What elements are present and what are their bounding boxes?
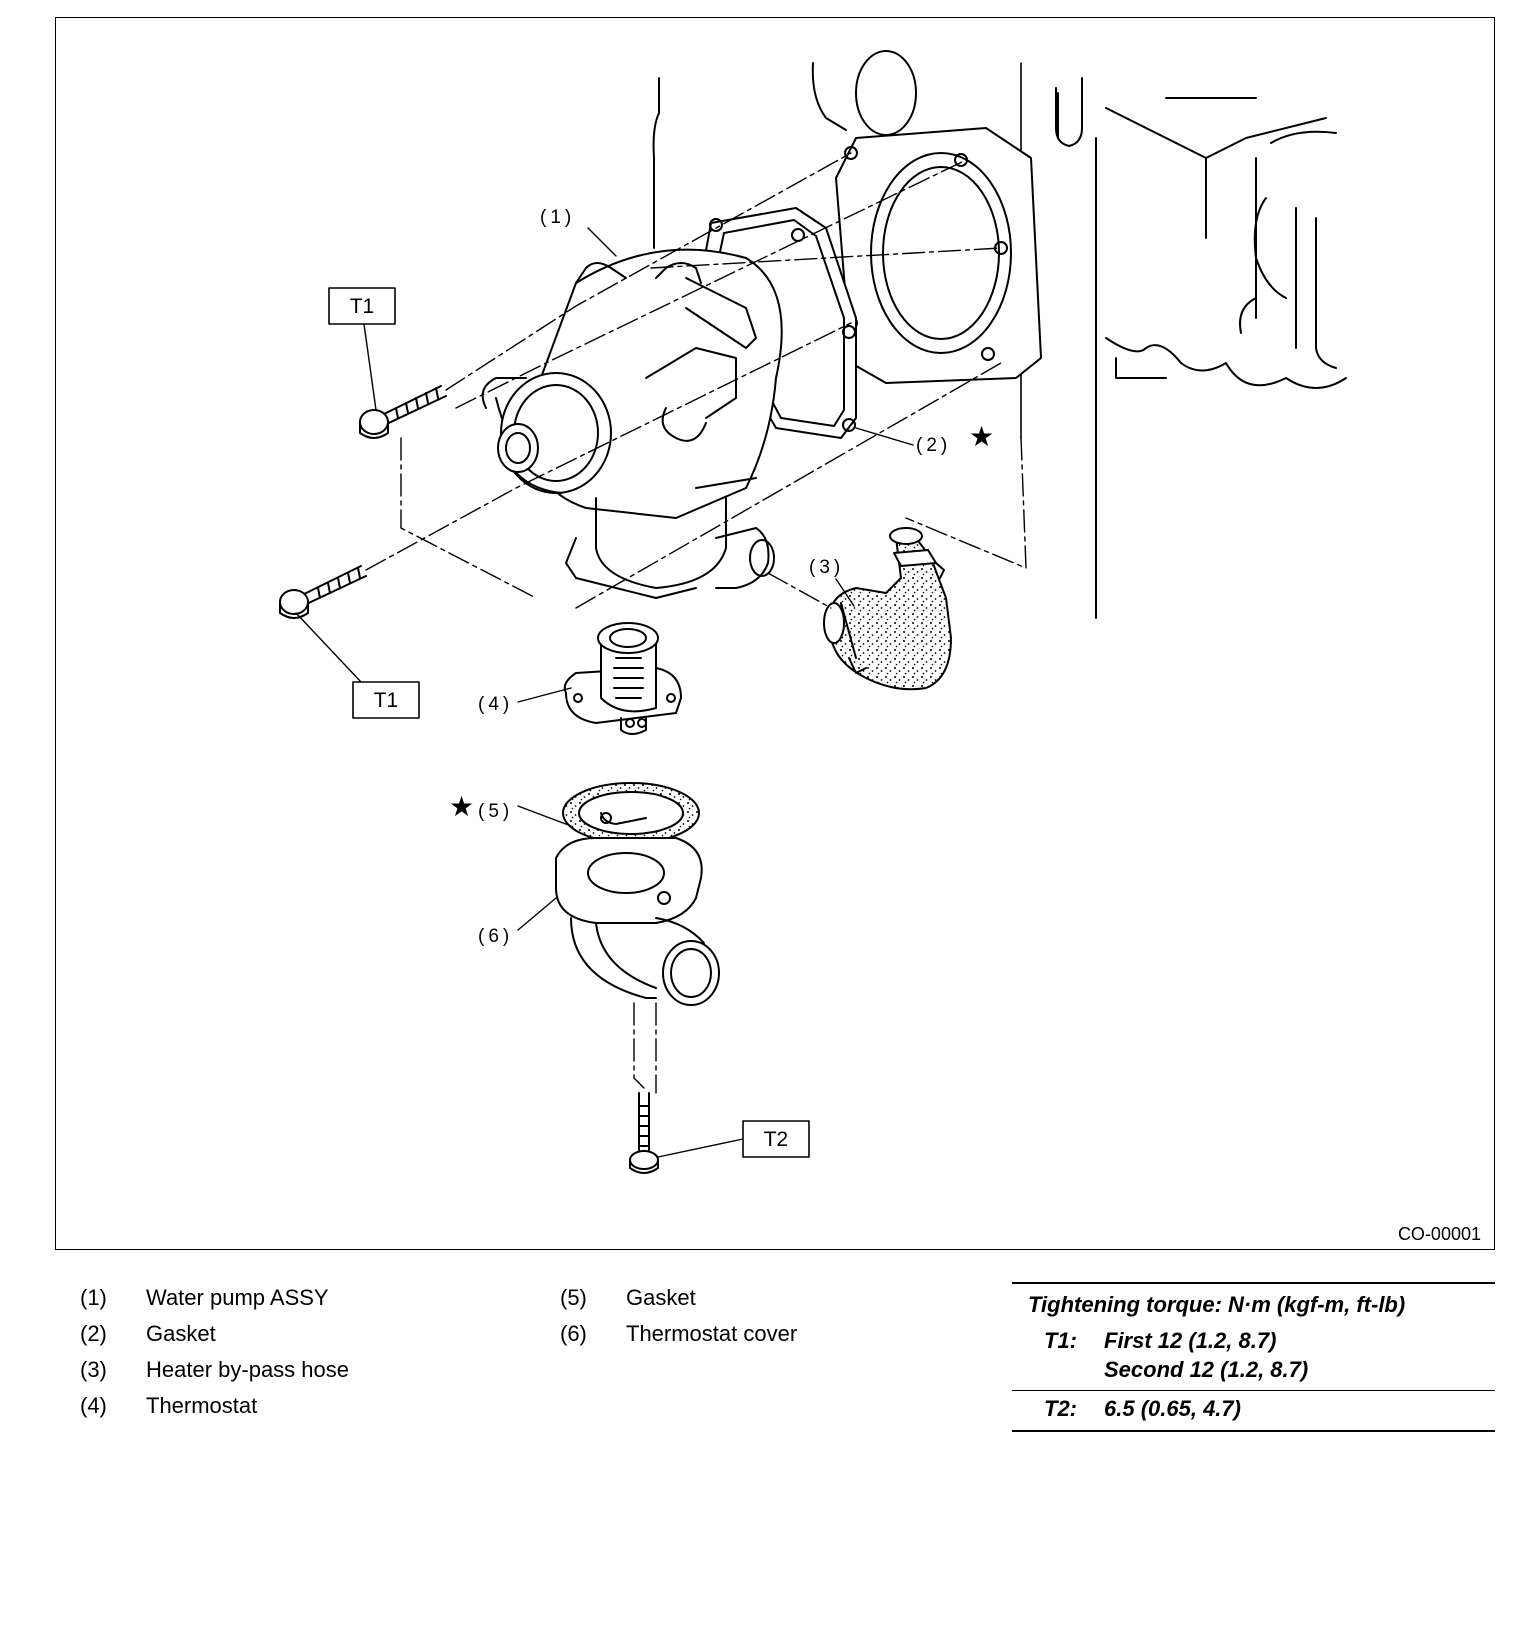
bolt-lower	[279, 565, 367, 619]
torque-box-t2	[742, 1120, 810, 1158]
legend-label: Gasket	[626, 1285, 696, 1310]
torque-t2-value: 6.5 (0.65, 4.7)	[1104, 1396, 1241, 1421]
leader-lines	[295, 227, 914, 1158]
legend-number: (2)	[80, 1321, 107, 1346]
torque-box-t2-label: T2	[764, 1128, 789, 1151]
legend-number: (3)	[80, 1357, 107, 1382]
heater-bypass-hose	[823, 527, 952, 691]
torque-box-t1-lower	[352, 681, 420, 719]
engine-flange	[835, 127, 1042, 384]
legend-label: Thermostat	[146, 1393, 258, 1418]
torque-t1-key: T1:	[1044, 1328, 1077, 1353]
legend-number: (4)	[80, 1393, 107, 1418]
thermostat	[563, 622, 682, 735]
legend-number: (5)	[560, 1285, 587, 1310]
assembly-lines	[365, 152, 1027, 1094]
torque-t1-first: First 12 (1.2, 8.7)	[1104, 1328, 1277, 1353]
star-icon: ★	[969, 420, 994, 453]
thermostat-cover	[555, 837, 720, 1006]
callout-6: (6)	[478, 926, 513, 947]
torque-heading: Tightening torque: N·m (kgf-m, ft-lb)	[1028, 1292, 1406, 1317]
legend-number: (6)	[560, 1321, 587, 1346]
legend-label: Heater by-pass hose	[146, 1357, 349, 1382]
torque-box-t1-lower-label: T1	[374, 689, 399, 712]
torque-divider	[1012, 1390, 1495, 1391]
callout-1: (1)	[540, 207, 575, 228]
water-pump-assy	[481, 248, 783, 599]
callout-5: (5)	[478, 801, 513, 822]
legend-label: Thermostat cover	[626, 1321, 798, 1346]
legend-label: Gasket	[146, 1321, 216, 1346]
callout-4: (4)	[478, 694, 513, 715]
bolt-bottom	[629, 1092, 659, 1174]
figure-id: CO-00001	[1398, 1224, 1481, 1244]
callout-2: (2)	[916, 435, 951, 456]
star-icon: ★	[449, 790, 474, 823]
torque-table: Tightening torque: N·m (kgf-m, ft-lb) T1…	[1012, 1282, 1495, 1432]
bolt-upper	[359, 385, 447, 439]
torque-t2-key: T2:	[1044, 1396, 1077, 1421]
legend-number: (1)	[80, 1285, 107, 1310]
torque-box-t1-upper	[328, 287, 396, 325]
exploded-view-diagram: (1) (2) (3) (4) (5) (6) ★ ★ T1 T1 T2 CO-…	[279, 50, 1481, 1244]
callout-3: (3)	[809, 557, 844, 578]
torque-box-t1-upper-label: T1	[350, 295, 375, 318]
torque-t1-second: Second 12 (1.2, 8.7)	[1104, 1357, 1309, 1382]
legend-label: Water pump ASSY	[146, 1285, 329, 1310]
thermostat-gasket	[562, 782, 700, 844]
diagram-frame: (1) (2) (3) (4) (5) (6) ★ ★ T1 T1 T2 CO-…	[55, 17, 1495, 1250]
engine-block	[652, 50, 1347, 619]
